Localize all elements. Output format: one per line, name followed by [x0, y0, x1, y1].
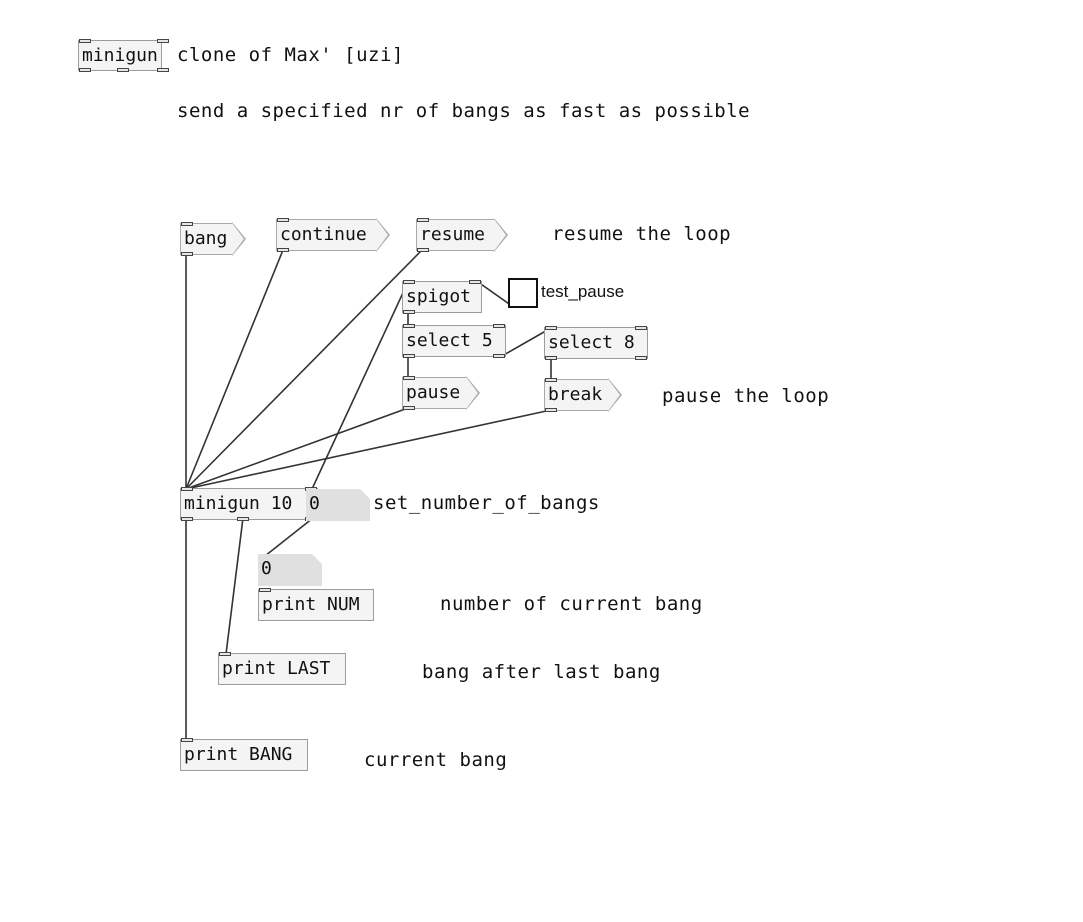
outlet[interactable] [403, 310, 415, 314]
break-message-label: break [548, 384, 603, 405]
set-number-label: set_number_of_bangs [373, 492, 600, 514]
outlet[interactable] [403, 354, 415, 358]
outlet[interactable] [237, 517, 249, 521]
resume-message[interactable]: resume [416, 218, 508, 252]
set-number-value: 0 [309, 493, 320, 514]
test-pause-toggle[interactable] [508, 278, 538, 308]
bang-message-label: bang [184, 228, 228, 249]
inlet[interactable] [259, 588, 271, 592]
outlet[interactable] [545, 356, 557, 360]
inlet[interactable] [545, 378, 557, 382]
wire [185, 249, 423, 490]
spigot-object[interactable]: spigot [402, 280, 482, 314]
resume-message-label: resume [420, 224, 486, 245]
print-last-label: print LAST [222, 658, 331, 679]
wire [185, 409, 552, 490]
inlet[interactable] [181, 222, 193, 226]
inlet[interactable] [417, 218, 429, 222]
inlet[interactable] [403, 280, 415, 284]
outlet[interactable] [277, 248, 289, 252]
set-number-box[interactable]: 0 [306, 489, 370, 521]
continue-message[interactable]: continue [276, 218, 390, 252]
print-bang-label: print BANG [184, 744, 293, 765]
spigot-label: spigot [406, 286, 472, 307]
wire [477, 281, 513, 307]
print-bang-object[interactable]: print BANG [180, 738, 308, 771]
inlet[interactable] [635, 326, 647, 330]
outlet[interactable] [79, 68, 91, 72]
outlet[interactable] [403, 406, 415, 410]
inlet[interactable] [219, 652, 231, 656]
wire [185, 249, 284, 490]
wire [185, 407, 409, 490]
minigun-title-label: minigun [82, 45, 158, 66]
minigun-label: minigun 10 [184, 493, 293, 514]
inlet[interactable] [545, 326, 557, 330]
outlet[interactable] [545, 408, 557, 412]
pause-message[interactable]: pause [402, 376, 480, 410]
wire [264, 517, 314, 557]
break-message[interactable]: break [544, 378, 622, 412]
print-num-label: print NUM [262, 594, 360, 615]
print-last-object[interactable]: print LAST [218, 652, 346, 685]
current-number-value: 0 [261, 558, 272, 579]
current-number-box[interactable]: 0 [258, 554, 322, 586]
outlet[interactable] [117, 68, 129, 72]
select-8-label: select 8 [548, 332, 635, 353]
current-comment: current bang [364, 749, 508, 771]
outlet[interactable] [493, 354, 505, 358]
minigun-object[interactable]: minigun 10 [180, 487, 318, 521]
num-comment: number of current bang [440, 593, 703, 615]
inlet[interactable] [403, 376, 415, 380]
inlet[interactable] [79, 39, 91, 43]
continue-message-label: continue [280, 224, 367, 245]
outlet[interactable] [417, 248, 429, 252]
inlet[interactable] [403, 324, 415, 328]
description-comment: send a specified nr of bangs as fast as … [177, 100, 751, 122]
select-5-label: select 5 [406, 330, 493, 351]
last-comment: bang after last bang [422, 661, 661, 683]
resume-comment: resume the loop [552, 223, 732, 245]
inlet[interactable] [277, 218, 289, 222]
title-comment: clone of Max' [uzi] [177, 44, 404, 66]
outlet[interactable] [181, 252, 193, 256]
inlet[interactable] [469, 280, 481, 284]
pause-message-label: pause [406, 382, 461, 403]
inlet[interactable] [181, 487, 193, 491]
bang-message[interactable]: bang [180, 222, 246, 256]
outlet[interactable] [181, 517, 193, 521]
inlet[interactable] [157, 39, 169, 43]
wire [225, 517, 244, 655]
pause-comment: pause the loop [662, 385, 830, 407]
inlet[interactable] [181, 738, 193, 742]
outlet[interactable] [157, 68, 169, 72]
test-pause-label: test_pause [541, 282, 625, 301]
inlet[interactable] [493, 324, 505, 328]
select-8-object[interactable]: select 8 [544, 326, 648, 360]
wire [311, 281, 409, 490]
outlet[interactable] [635, 356, 647, 360]
print-num-object[interactable]: print NUM [258, 588, 374, 621]
minigun-title-object[interactable]: minigun [78, 39, 169, 72]
select-5-object[interactable]: select 5 [402, 324, 506, 358]
